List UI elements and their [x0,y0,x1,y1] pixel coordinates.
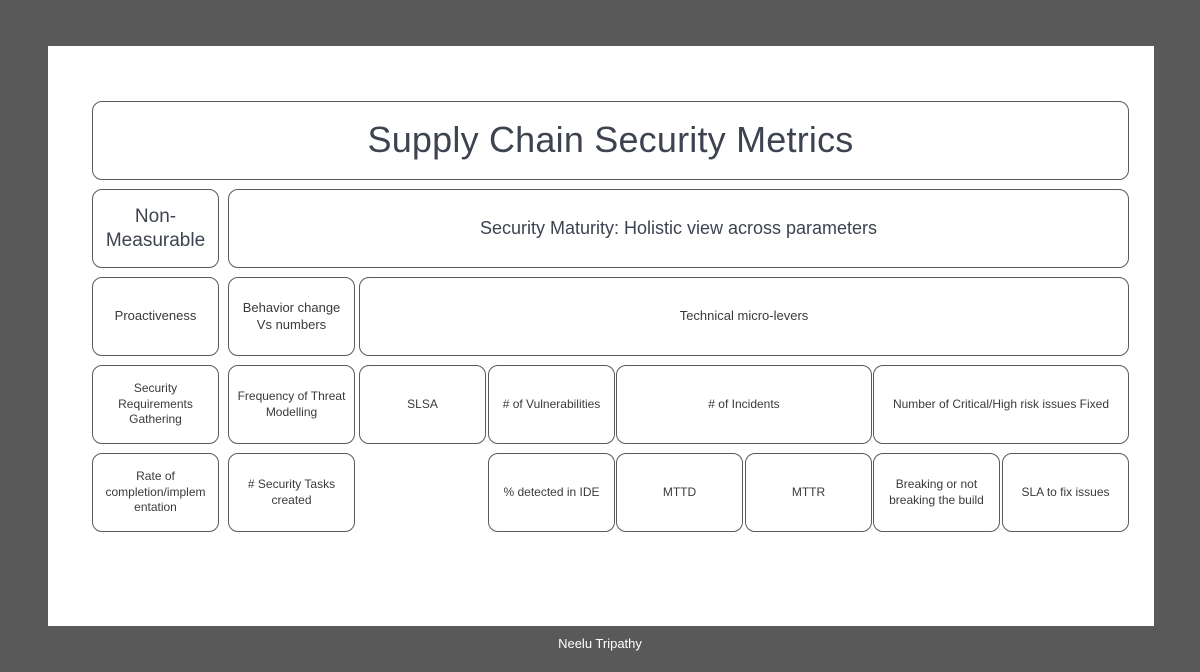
mttd-label: MTTD [662,484,697,499]
breaking-build-box: Breaking or not breaking the build [873,453,1000,532]
critical-fixed-label: Number of Critical/High risk issues Fixe… [892,396,1110,411]
non-measurable-label: Non- Measurable [105,205,206,251]
breaking-build-label: Breaking or not breaking the build [889,476,984,507]
security-maturity-label: Security Maturity: Holistic view across … [479,217,878,238]
slide: Supply Chain Security Metrics Non- Measu… [48,46,1154,626]
mttr-label: MTTR [791,484,826,499]
sla-fix-label: SLA to fix issues [1021,484,1110,499]
slsa-label: SLSA [407,396,438,411]
critical-fixed-box: Number of Critical/High risk issues Fixe… [873,365,1129,444]
completion-rate-box: Rate of completion/implem entation [92,453,219,532]
detected-ide-box: % detected in IDE [488,453,615,532]
title-box: Supply Chain Security Metrics [92,101,1129,180]
proactiveness-box: Proactiveness [92,277,219,356]
sla-fix-box: SLA to fix issues [1002,453,1129,532]
threat-modelling-box: Frequency of Threat Modelling [228,365,355,444]
security-requirements-label: Security Requirements Gathering [118,381,193,427]
security-requirements-box: Security Requirements Gathering [92,365,219,444]
slsa-box: SLSA [359,365,486,444]
mttr-box: MTTR [745,453,872,532]
security-maturity-box: Security Maturity: Holistic view across … [228,189,1129,268]
security-tasks-label: # Security Tasks created [247,476,336,507]
proactiveness-label: Proactiveness [114,308,197,324]
non-measurable-box: Non- Measurable [92,189,219,268]
threat-modelling-label: Frequency of Threat Modelling [237,388,346,419]
incidents-box: # of Incidents [616,365,872,444]
vulnerabilities-label: # of Vulnerabilities [502,396,601,411]
incidents-label: # of Incidents [708,396,780,411]
slide-title: Supply Chain Security Metrics [367,119,854,161]
mttd-box: MTTD [616,453,743,532]
technical-micro-levers-box: Technical micro-levers [359,277,1129,356]
technical-micro-levers-label: Technical micro-levers [679,308,809,324]
detected-ide-label: % detected in IDE [503,484,600,499]
vulnerabilities-box: # of Vulnerabilities [488,365,615,444]
security-tasks-box: # Security Tasks created [228,453,355,532]
behavior-change-label: Behavior change Vs numbers [242,299,341,332]
presenter-name: Neelu Tripathy [558,636,642,651]
behavior-change-box: Behavior change Vs numbers [228,277,355,356]
completion-rate-label: Rate of completion/implem entation [105,469,206,515]
